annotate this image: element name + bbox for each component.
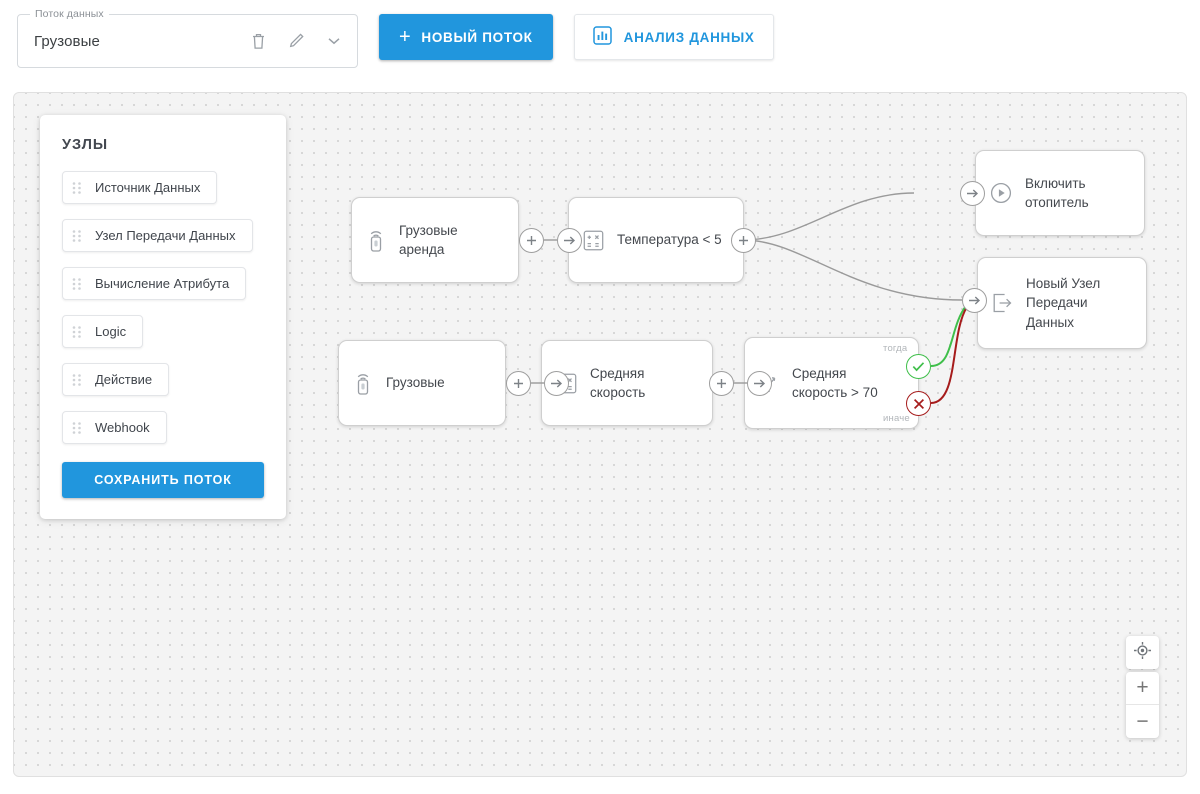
drag-handle-icon[interactable] bbox=[72, 229, 83, 243]
flow-node-label: Новый Узел Передачи Данных bbox=[1026, 276, 1101, 330]
new-flow-button-label: НОВЫЙ ПОТОК bbox=[421, 29, 533, 45]
sensor-icon bbox=[366, 227, 386, 253]
palette-item-data-transfer-node[interactable]: Узел Передачи Данных bbox=[62, 219, 253, 252]
flow-select-label: Поток данных bbox=[30, 8, 109, 20]
center-view-button[interactable] bbox=[1126, 636, 1159, 669]
node-input-port-arrow[interactable] bbox=[544, 371, 569, 396]
palette-item-data-source[interactable]: Источник Данных bbox=[62, 171, 218, 204]
palette-item-action[interactable]: Действие bbox=[62, 363, 170, 396]
chevron-down-icon[interactable] bbox=[323, 29, 345, 53]
toolbar: Поток данных Грузовые + bbox=[0, 0, 1200, 90]
flow-node-label: Грузовые bbox=[386, 375, 445, 391]
branch-else-label: иначе bbox=[883, 413, 910, 424]
play-circle-icon bbox=[990, 182, 1012, 204]
flow-node-average-speed[interactable]: Средняя скорость bbox=[541, 340, 713, 426]
palette-item-label: Logic bbox=[95, 324, 127, 339]
cross-circle-icon[interactable] bbox=[906, 391, 931, 416]
palette-item-label: Узел Передачи Данных bbox=[95, 228, 236, 243]
flow-node-cargo-rent[interactable]: Грузовые аренда bbox=[351, 197, 519, 283]
flow-select-actions bbox=[247, 29, 345, 53]
new-flow-button[interactable]: + НОВЫЙ ПОТОК bbox=[379, 14, 553, 60]
flow-node-speed-branch[interactable]: Средняя скорость > 70 bbox=[744, 337, 919, 429]
crosshair-icon bbox=[1133, 641, 1152, 665]
flow-node-enable-heater[interactable]: Включить отопитель bbox=[975, 150, 1145, 236]
node-input-port-arrow[interactable] bbox=[960, 181, 985, 206]
palette-item-label: Действие bbox=[95, 372, 153, 387]
node-input-port-arrow[interactable] bbox=[557, 228, 582, 253]
zoom-controls: + − bbox=[1126, 672, 1159, 738]
calculator-icon bbox=[583, 230, 604, 251]
flow-node-temperature-condition[interactable]: Температура < 5 bbox=[568, 197, 744, 283]
flow-node-label: Грузовые аренда bbox=[399, 222, 458, 257]
flow-node-label: Температура < 5 bbox=[617, 232, 722, 248]
pencil-icon[interactable] bbox=[285, 29, 307, 53]
palette-item-label: Источник Данных bbox=[95, 180, 201, 195]
flow-select-value: Грузовые bbox=[34, 32, 100, 50]
palette-title: УЗЛЫ bbox=[62, 137, 109, 153]
palette-item-webhook[interactable]: Webhook bbox=[62, 411, 167, 444]
check-circle-icon[interactable] bbox=[906, 354, 931, 379]
palette-item-label: Вычисление Атрибута bbox=[95, 276, 230, 291]
flow-node-label: Средняя скорость > 70 bbox=[792, 365, 878, 400]
export-icon bbox=[992, 293, 1013, 313]
palette-item-attribute-calc[interactable]: Вычисление Атрибута bbox=[62, 267, 247, 300]
drag-handle-icon[interactable] bbox=[72, 181, 83, 195]
node-input-port-arrow[interactable] bbox=[747, 371, 772, 396]
flow-node-new-data-transfer[interactable]: Новый Узел Передачи Данных bbox=[977, 257, 1147, 349]
palette-item-logic[interactable]: Logic bbox=[62, 315, 144, 348]
zoom-in-button[interactable]: + bbox=[1126, 672, 1159, 705]
flow-node-label: Средняя скорость bbox=[590, 365, 646, 400]
analyze-data-button[interactable]: АНАЛИЗ ДАННЫХ bbox=[573, 14, 774, 60]
node-output-port-add[interactable] bbox=[506, 371, 531, 396]
flow-select[interactable]: Поток данных Грузовые bbox=[17, 8, 358, 68]
drag-handle-icon[interactable] bbox=[72, 421, 83, 435]
drag-handle-icon[interactable] bbox=[72, 373, 83, 387]
flow-node-cargo[interactable]: Грузовые bbox=[338, 340, 506, 426]
drag-handle-icon[interactable] bbox=[72, 277, 83, 291]
save-flow-button[interactable]: СОХРАНИТЬ ПОТОК bbox=[62, 462, 264, 498]
trash-icon[interactable] bbox=[247, 29, 269, 53]
sensor-icon bbox=[353, 370, 373, 396]
flow-node-label: Включить отопитель bbox=[1025, 175, 1089, 210]
node-output-port-add[interactable] bbox=[731, 228, 756, 253]
node-input-port-arrow[interactable] bbox=[962, 288, 987, 313]
flow-canvas[interactable]: УЗЛЫ Источник Данных bbox=[13, 92, 1187, 777]
zoom-out-button[interactable]: − bbox=[1136, 709, 1149, 733]
analyze-data-button-label: АНАЛИЗ ДАННЫХ bbox=[623, 29, 755, 45]
node-palette: УЗЛЫ Источник Данных bbox=[40, 115, 286, 519]
branch-then-label: тогда bbox=[883, 343, 908, 354]
node-output-port-add[interactable] bbox=[709, 371, 734, 396]
drag-handle-icon[interactable] bbox=[72, 325, 83, 339]
node-output-port-add[interactable] bbox=[519, 228, 544, 253]
palette-item-label: Webhook bbox=[95, 420, 150, 435]
bar-chart-icon bbox=[592, 26, 612, 48]
plus-icon: + bbox=[399, 26, 412, 48]
